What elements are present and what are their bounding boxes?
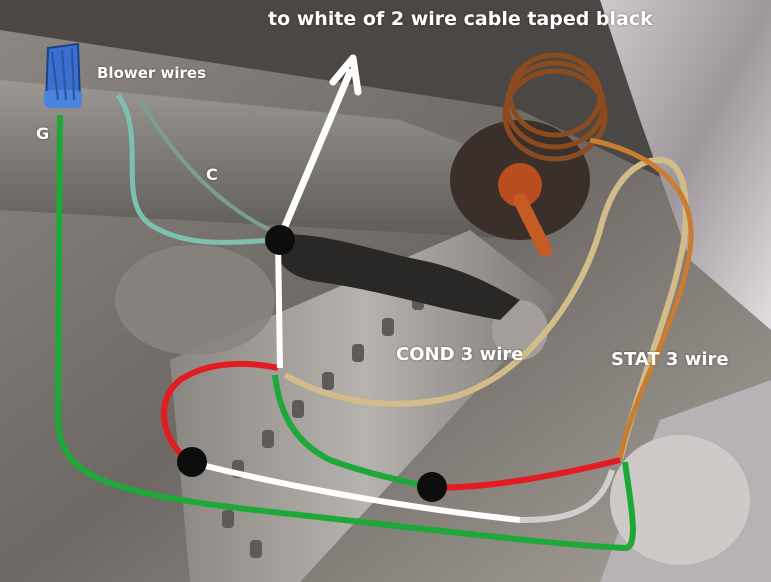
blower-wire-c	[115, 93, 281, 245]
cable-note-label: to white of 2 wire cable taped black	[268, 8, 653, 30]
relay-terminal	[498, 163, 542, 207]
dark-ceiling	[0, 0, 771, 230]
blower-wire	[138, 98, 271, 232]
blur-patch	[610, 435, 750, 565]
junction-dot-icon	[177, 447, 207, 477]
wire-nut-icon	[44, 42, 82, 108]
cond-3-wire-label: COND 3 wire	[396, 344, 524, 365]
white-line	[189, 459, 521, 523]
black-tape	[270, 234, 520, 320]
relay-screw	[513, 193, 552, 257]
copper-coil	[502, 52, 608, 162]
metal-panel	[0, 80, 560, 240]
green-ground-line	[55, 114, 636, 551]
junction-dot-icon	[265, 225, 295, 255]
red-line-right	[429, 457, 621, 491]
white-vertical-line	[275, 239, 283, 369]
arrow-up-icon	[329, 54, 362, 96]
green-cond-line	[272, 374, 431, 490]
white-arrow-line	[276, 68, 354, 242]
stat-3-wire-label: STAT 3 wire	[611, 349, 729, 370]
cond-3-wire	[283, 156, 689, 461]
blower-wires-label: Blower wires	[97, 64, 207, 82]
junction-dot-icon	[417, 472, 447, 502]
red-line-left	[161, 360, 279, 465]
foil-insulation	[600, 0, 771, 330]
gray-line	[519, 469, 615, 523]
ground-label: G	[36, 124, 50, 143]
blur-patch	[115, 245, 275, 355]
stat-3-wire	[589, 137, 694, 461]
common-label: C	[206, 165, 218, 184]
